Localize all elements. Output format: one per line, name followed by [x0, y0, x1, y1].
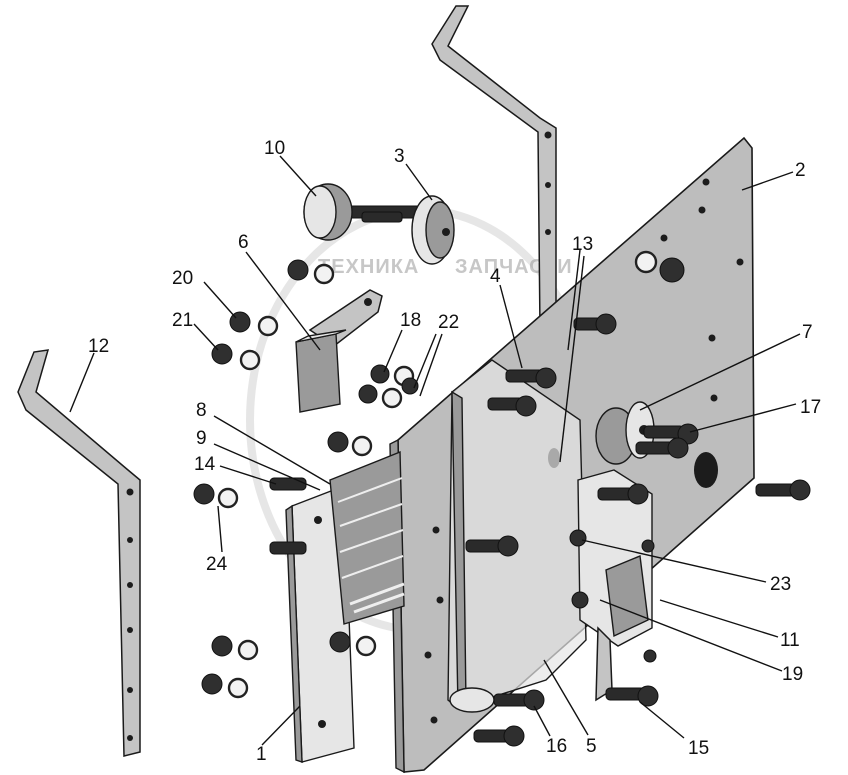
- callout-10: 10: [264, 138, 285, 159]
- rubber-mounts: [303, 183, 455, 265]
- top-bracket: [431, 5, 557, 332]
- left-bracket: [17, 349, 141, 757]
- watermark-left-text: ТЕХНИКА: [318, 256, 419, 278]
- callout-22: 22: [438, 312, 459, 333]
- callout-7: 7: [802, 322, 813, 343]
- callout-3: 3: [394, 146, 405, 167]
- callout-18: 18: [400, 310, 421, 331]
- callout-5: 5: [586, 736, 597, 757]
- leader-lines: [69, 155, 801, 746]
- bolts: [269, 211, 811, 747]
- switch-assembly: [577, 469, 657, 702]
- callout-16: 16: [546, 736, 567, 757]
- callout-17: 17: [800, 397, 821, 418]
- callout-labels: 1 2 3 4 5 6 7 8 9 10 11 12 13 14 15 16 1…: [88, 138, 821, 765]
- callout-1: 1: [256, 744, 267, 765]
- bracket-block: [295, 289, 383, 413]
- callout-6: 6: [238, 232, 249, 253]
- callout-21: 21: [172, 310, 193, 331]
- callout-11: 11: [780, 630, 800, 651]
- callout-4: 4: [490, 266, 501, 287]
- callout-8: 8: [196, 400, 207, 421]
- callout-23: 23: [770, 574, 791, 595]
- callout-2: 2: [795, 160, 806, 181]
- callout-9: 9: [196, 428, 207, 449]
- housing-block: [447, 359, 587, 713]
- callout-15: 15: [688, 738, 709, 759]
- callout-14: 14: [194, 454, 216, 475]
- callout-20: 20: [172, 268, 193, 289]
- fin-stack: [329, 450, 405, 625]
- callout-19: 19: [782, 664, 803, 685]
- callout-13: 13: [572, 234, 593, 255]
- callout-24: 24: [206, 554, 228, 575]
- callout-12: 12: [88, 336, 109, 357]
